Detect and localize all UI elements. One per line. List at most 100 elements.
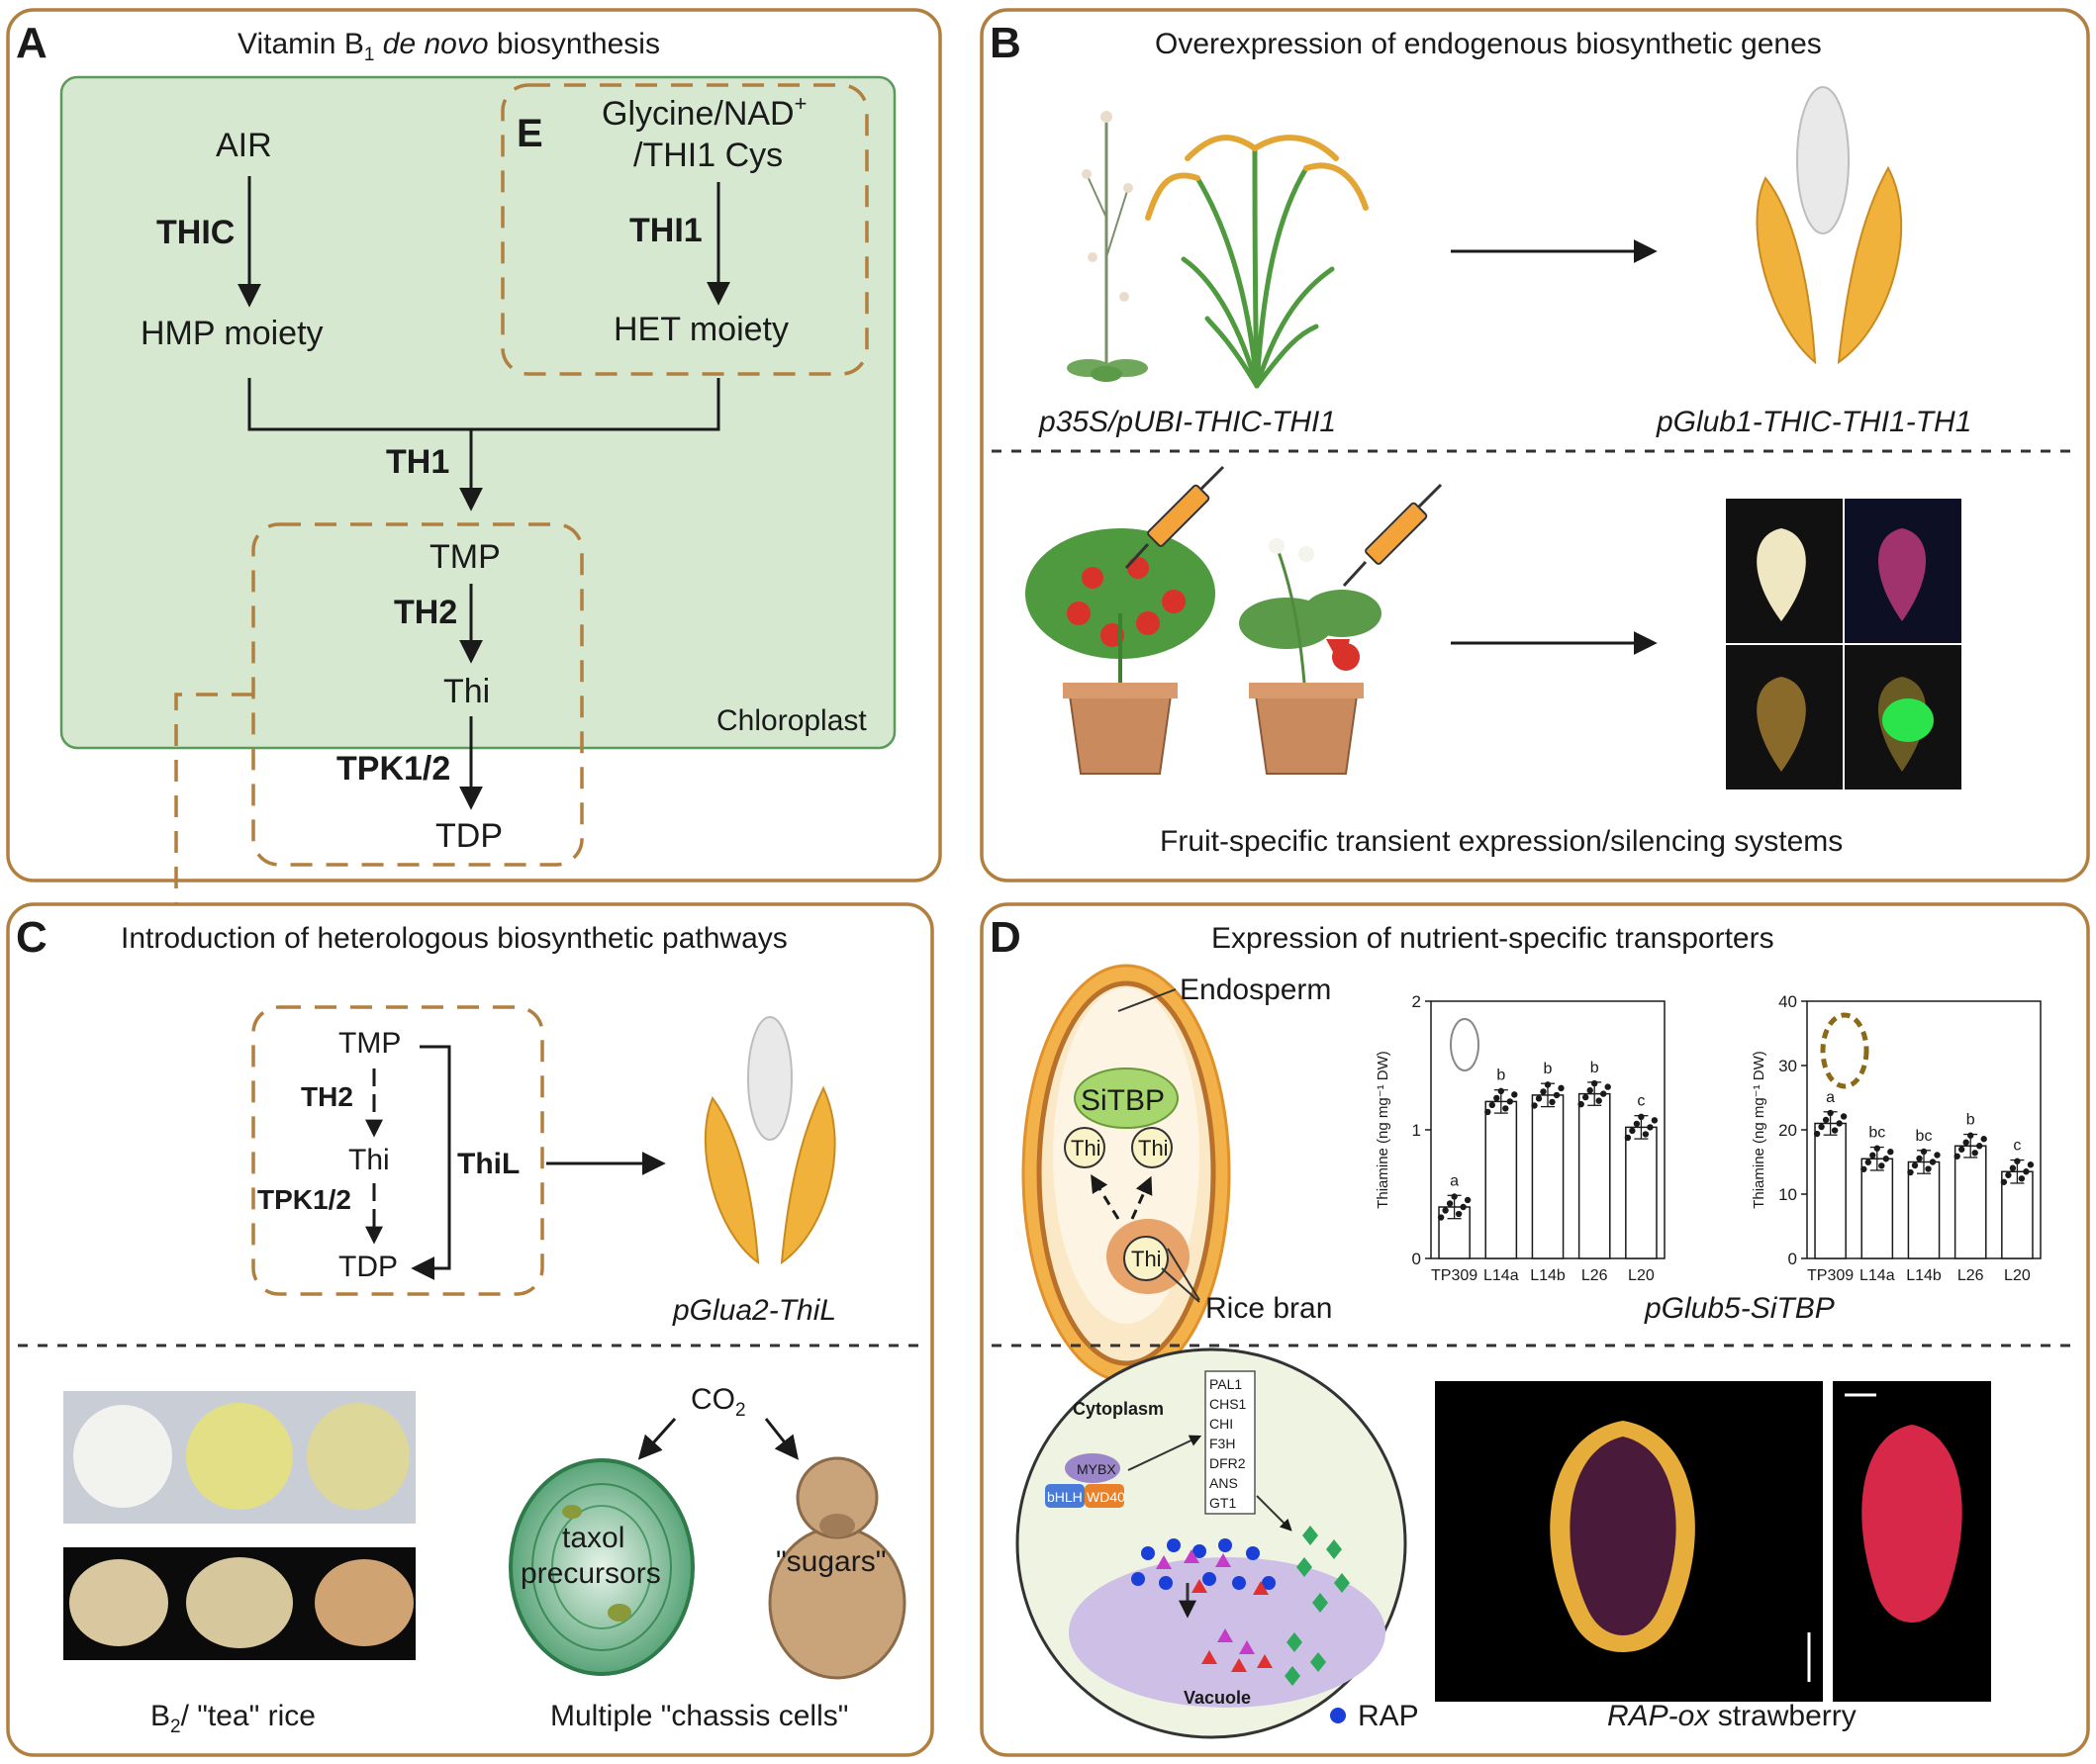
data-point — [1864, 1159, 1872, 1165]
panel-b-letter: B — [990, 19, 1021, 67]
x-tick-label: TP309 — [1431, 1267, 1477, 1284]
endosperm-label: Endosperm — [1180, 974, 1331, 1006]
data-point — [1873, 1145, 1881, 1152]
rice-bran-label: Rice bran — [1205, 1292, 1332, 1325]
tdp-label: TDP — [435, 817, 503, 855]
rice-photos — [63, 1391, 416, 1660]
thi-bubble-2: Thi — [1138, 1136, 1169, 1161]
data-point — [1882, 1156, 1890, 1162]
significance-label: a — [1450, 1172, 1459, 1189]
data-point — [1958, 1146, 1965, 1153]
thi1-label: THI1 — [629, 212, 703, 249]
c-dashed-box — [251, 1005, 544, 1296]
gene-label: F3H — [1209, 1436, 1235, 1451]
glycine-label: Glycine/NAD+ — [602, 91, 807, 133]
data-point — [1484, 1108, 1491, 1116]
data-point — [1638, 1113, 1645, 1121]
chloroplast-label: Chloroplast — [716, 704, 867, 737]
panel-d-title: Expression of nutrient-specific transpor… — [1211, 922, 1774, 955]
b-bottom-title: Fruit-specific transient expression/sile… — [1160, 825, 1843, 858]
sitbp-label: SiTBP — [1081, 1084, 1165, 1117]
data-point — [1591, 1079, 1598, 1087]
y-tick-label: 0 — [1788, 1250, 1797, 1268]
y-tick-label: 2 — [1412, 992, 1421, 1011]
sub-letter-e: E — [517, 112, 543, 155]
data-point — [1531, 1102, 1538, 1109]
bar — [1860, 1158, 1894, 1259]
gene-label: PAL1 — [1209, 1376, 1242, 1392]
box-e — [501, 83, 869, 376]
x-tick-label: L26 — [1957, 1267, 1984, 1284]
data-point — [1916, 1155, 1923, 1162]
data-point — [1840, 1113, 1848, 1120]
data-point — [2018, 1175, 2026, 1182]
bar — [1484, 1100, 1518, 1259]
significance-label: b — [1496, 1068, 1505, 1084]
x-tick-label: L20 — [1628, 1267, 1655, 1284]
data-point — [1506, 1098, 1514, 1105]
data-point — [1464, 1196, 1472, 1204]
x-tick-label: L14b — [1530, 1267, 1566, 1284]
syringe-icon-right — [1342, 483, 1443, 588]
tpk-label: TPK1/2 — [336, 750, 450, 788]
data-point — [1934, 1152, 1941, 1159]
panel-a: A Vitamin B1 de novo biosynthesis Chloro… — [6, 8, 942, 882]
data-point — [1497, 1087, 1505, 1095]
chassis-label: Multiple "chassis cells" — [550, 1700, 848, 1732]
bar — [1531, 1094, 1565, 1259]
x-tick-label: L14b — [1906, 1267, 1942, 1284]
thi-label: Thi — [443, 673, 490, 710]
data-point — [1455, 1210, 1463, 1218]
data-point — [1540, 1088, 1547, 1095]
panel-d: D Expression of nutrient-specific transp… — [980, 902, 2090, 1757]
panel-a-letter: A — [16, 19, 48, 67]
gene-label: DFR2 — [1209, 1455, 1246, 1471]
data-point — [1967, 1132, 1974, 1139]
c-tpk-label: TPK1/2 — [257, 1184, 351, 1215]
thil-label: ThiL — [457, 1148, 520, 1180]
data-point — [1878, 1162, 1885, 1169]
data-point — [1582, 1093, 1589, 1101]
th1-label: TH1 — [386, 443, 449, 481]
data-point — [1920, 1148, 1928, 1156]
significance-label: bc — [1868, 1125, 1885, 1142]
co2-arrow-left — [637, 1417, 677, 1460]
cell-diagram — [1015, 1347, 1407, 1739]
data-point — [2023, 1168, 2030, 1175]
data-point — [1511, 1091, 1518, 1098]
y-axis-label: Thiamine (ng mg⁻¹ DW) — [1375, 1051, 1391, 1209]
c-tdp-label: TDP — [338, 1251, 398, 1283]
significance-label: c — [2013, 1138, 2021, 1155]
panel-a-title: Vitamin B1 de novo biosynthesis — [238, 28, 660, 65]
data-point — [1651, 1117, 1659, 1124]
bar — [1577, 1092, 1611, 1259]
panel-b-title: Overexpression of endogenous biosyntheti… — [1155, 28, 1822, 60]
data-point — [1822, 1116, 1830, 1124]
gene-label: ANS — [1209, 1475, 1238, 1491]
strawberry-label: RAP-ox strawberry — [1607, 1700, 1857, 1732]
significance-label: b — [1590, 1060, 1599, 1076]
x-tick-label: L14a — [1483, 1267, 1519, 1284]
bhlh-label: bHLH — [1047, 1489, 1083, 1505]
wd40-label: WD40 — [1087, 1489, 1125, 1505]
bar — [1625, 1126, 1658, 1259]
bar — [1814, 1122, 1847, 1259]
bar — [2001, 1170, 2034, 1259]
x-tick-label: TP309 — [1807, 1267, 1854, 1284]
c-thi-label: Thi — [348, 1144, 390, 1176]
thi-bubble-3: Thi — [1131, 1247, 1162, 1271]
data-point — [1595, 1097, 1602, 1104]
data-point — [1907, 1168, 1914, 1176]
data-point — [1818, 1123, 1825, 1131]
cell-label-2: precursors — [521, 1557, 661, 1590]
data-point — [1502, 1105, 1509, 1112]
data-point — [1535, 1095, 1543, 1102]
data-point — [1586, 1086, 1593, 1094]
gene-label: GT1 — [1209, 1495, 1236, 1511]
bran-icon — [1820, 1012, 1869, 1089]
b-right-label: pGlub1-THIC-THI1-TH1 — [1656, 406, 1971, 438]
c-tmp-label: TMP — [338, 1027, 401, 1060]
data-point — [1437, 1214, 1445, 1221]
